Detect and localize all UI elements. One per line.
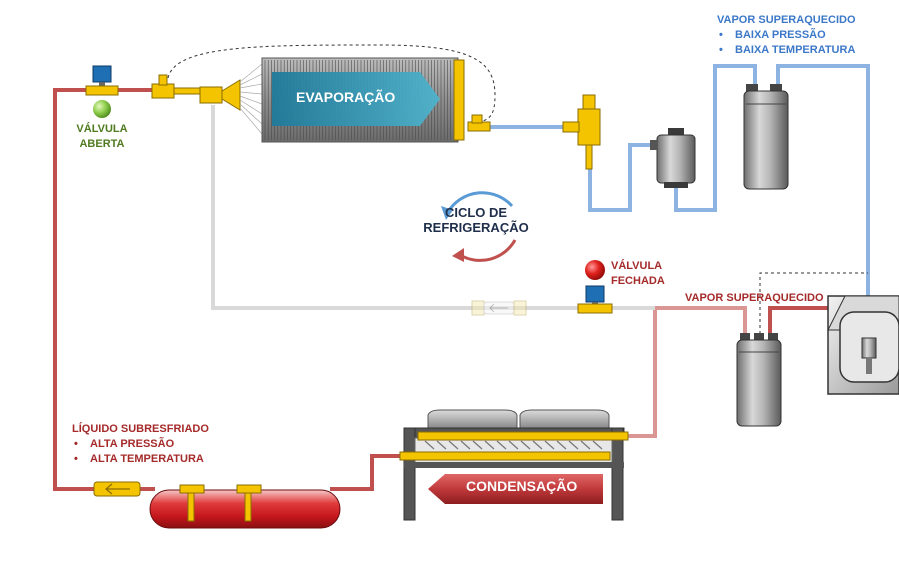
solenoid-valve-open bbox=[85, 65, 119, 96]
condensation-label: CONDENSAÇÃO bbox=[466, 478, 578, 494]
equalizer-dashed-line bbox=[167, 44, 496, 123]
condensation-arrow bbox=[428, 474, 603, 504]
discharge-line bbox=[610, 306, 747, 438]
superheated-low-item: BAIXA PRESSÃO bbox=[717, 28, 856, 43]
superheated-low-label: VAPOR SUPERAQUECIDO BAIXA PRESSÃO BAIXA … bbox=[717, 13, 856, 58]
cycle-arrow-blue-icon bbox=[446, 191, 514, 213]
valve-open-indicator bbox=[93, 100, 111, 118]
liquid-receiver bbox=[149, 484, 341, 529]
distributor bbox=[199, 63, 263, 135]
cycle-arrow-red-icon bbox=[459, 239, 517, 262]
suction-line-4 bbox=[776, 64, 870, 340]
valve-closed-indicator bbox=[585, 260, 605, 280]
subcooled-liquid-item: ALTA PRESSÃO bbox=[72, 437, 209, 452]
condenser bbox=[399, 409, 629, 521]
cycle-label-line-1: CICLO DE bbox=[444, 205, 508, 220]
superheated-low-title: VAPOR SUPERAQUECIDO bbox=[717, 14, 856, 26]
suction-line-2 bbox=[588, 143, 660, 212]
cycle-label-line-2: REFRIGERAÇÃO bbox=[423, 220, 529, 235]
superheated-low-item: BAIXA TEMPERATURA bbox=[717, 43, 856, 58]
bypass-filter bbox=[471, 300, 527, 316]
cycle-label: CICLO DE REFRIGERAÇÃO bbox=[420, 205, 532, 235]
valve-closed-label-line-1: VÁLVULA bbox=[611, 260, 663, 272]
valve-open-label: VÁLVULA ABERTA bbox=[72, 122, 132, 152]
subcooled-liquid-item: ALTA TEMPERATURA bbox=[72, 452, 209, 467]
compressor-discharge-line bbox=[768, 306, 835, 340]
cycle-arrowhead-blue-icon bbox=[441, 206, 453, 220]
suction-filter bbox=[650, 128, 696, 188]
superheated-high-label: VAPOR SUPERAQUECIDO bbox=[685, 292, 824, 304]
valve-open-label-line-2: ABERTA bbox=[79, 138, 125, 150]
valve-closed-label: VÁLVULA FECHADA bbox=[611, 259, 665, 289]
liquid-line-filter bbox=[93, 481, 141, 497]
subcooled-liquid-title: LÍQUIDO SUBRESFRIADO bbox=[72, 423, 209, 435]
valve-open-label-line-1: VÁLVULA bbox=[76, 123, 128, 135]
valve-closed-label-line-2: FECHADA bbox=[611, 275, 665, 287]
cycle-arrowhead-red-icon bbox=[452, 248, 464, 262]
evaporation-arrow bbox=[272, 72, 440, 126]
solenoid-valve-closed bbox=[577, 285, 613, 314]
compressor bbox=[827, 295, 899, 395]
suction-line-3 bbox=[674, 64, 757, 212]
suction-valve bbox=[562, 94, 601, 170]
evaporation-label: EVAPORAÇÃO bbox=[296, 89, 396, 105]
compressor-control-dashed-line bbox=[759, 272, 868, 340]
bypass-line bbox=[211, 105, 580, 310]
expansion-valve bbox=[151, 74, 205, 99]
receiver-to-condenser-line bbox=[330, 454, 405, 491]
oil-separator bbox=[736, 333, 782, 427]
subcooled-liquid-label: LÍQUIDO SUBRESFRIADO ALTA PRESSÃO ALTA T… bbox=[72, 422, 209, 467]
suction-accumulator bbox=[743, 84, 789, 190]
